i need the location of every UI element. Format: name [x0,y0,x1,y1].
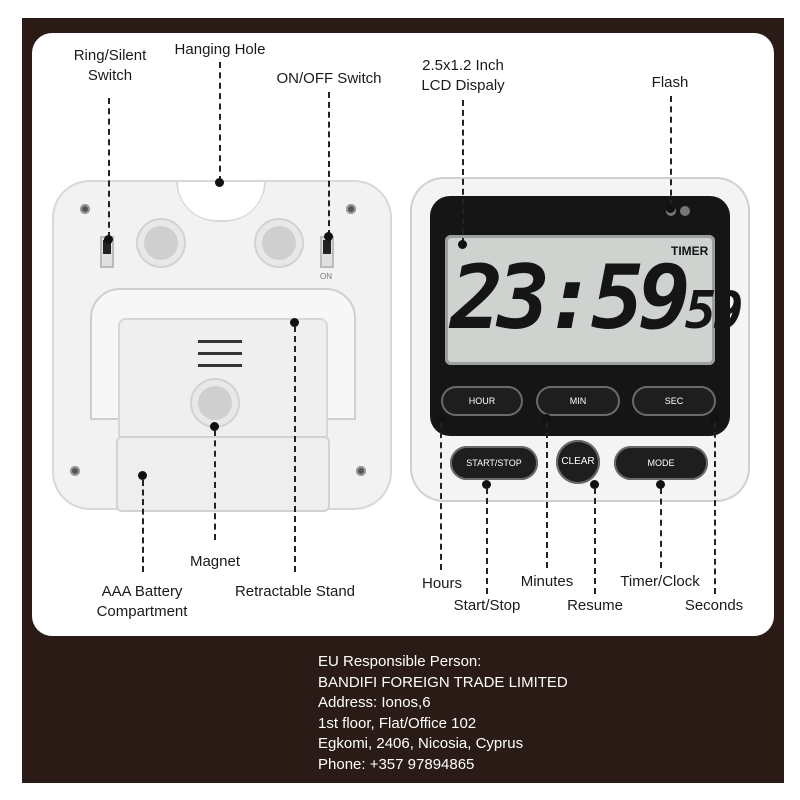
flash-label: Flash [651,74,689,91]
min-button[interactable]: MIN [536,386,620,416]
resume-label: Resume [567,597,623,614]
stand-label: Retractable Stand [234,583,356,600]
eu-responsible-person-block: EU Responsible Person: BANDIFI FOREIGN T… [318,652,568,775]
footer-line: Phone: +357 97894865 [318,755,475,773]
clear-button[interactable]: CLEAR [556,440,600,484]
leader-dot [656,480,665,489]
leader-dot [458,240,467,249]
vent-line [198,352,242,355]
leader-dot [482,480,491,489]
leader-dot [290,318,299,327]
display-mode-tag: TIMER [671,244,709,258]
screw-icon [70,466,80,476]
leader-dot [590,480,599,489]
ring-silent-switch [100,236,114,268]
leader-line [328,92,330,236]
leader-dot [436,414,445,423]
hour-button[interactable]: HOUR [441,386,523,416]
mode-button[interactable]: MODE [614,446,708,480]
leader-line [108,98,110,238]
leader-line [670,96,672,206]
leader-dot [104,235,113,244]
magnet [192,380,238,426]
leader-line [294,326,296,572]
footer-line: EU Responsible Person: [318,653,482,670]
hanging-hole-label: Hanging Hole [174,41,266,58]
start-stop-button[interactable]: START/STOP [450,446,538,480]
display-digits: 23:5959 [450,246,744,349]
volume-knob [256,220,302,266]
leader-line [546,422,548,568]
leader-line [486,488,488,594]
display-hours-minutes: 23:59 [450,246,691,349]
footer-line: Address: Ionos,6 [318,694,431,711]
lcd-display [445,235,715,365]
leader-line [219,62,221,182]
ring-knob [138,220,184,266]
screw-icon [346,204,356,214]
start-stop-label: Start/Stop [453,597,521,614]
screw-icon [80,204,90,214]
leader-line [214,430,216,540]
leader-line [594,488,596,594]
timer-clock-label: Timer/Clock [620,573,700,590]
flash-led [680,206,690,216]
on-off-label: ON/OFF Switch [276,70,382,87]
vent-line [198,340,242,343]
screw-icon [356,466,366,476]
leader-line [714,422,716,594]
leader-line [462,100,464,244]
magnet-label: Magnet [189,553,241,570]
leader-dot [710,414,719,423]
minutes-label: Minutes [520,573,574,590]
sec-button[interactable]: SEC [632,386,716,416]
leader-dot [215,178,224,187]
footer-line: Egkomi, 2406, Nicosia, Cyprus [318,735,524,752]
leader-dot [666,204,675,213]
switch-on-mark: ON [320,272,332,281]
footer-line: BANDIFI FOREIGN TRADE LIMITED [318,673,568,691]
leader-dot [138,471,147,480]
leader-line [660,488,662,568]
leader-line [142,480,144,572]
battery-compartment [116,436,330,512]
leader-line [440,422,442,570]
hours-label: Hours [421,575,462,592]
seconds-label: Seconds [684,597,744,614]
footer-line: 1st floor, Flat/Office 102 [318,714,477,732]
leader-dot [210,422,219,431]
leader-dot [542,414,551,423]
display-seconds: 59 [684,281,744,341]
leader-dot [324,232,333,241]
vent-line [198,364,242,367]
on-off-switch [320,236,334,268]
